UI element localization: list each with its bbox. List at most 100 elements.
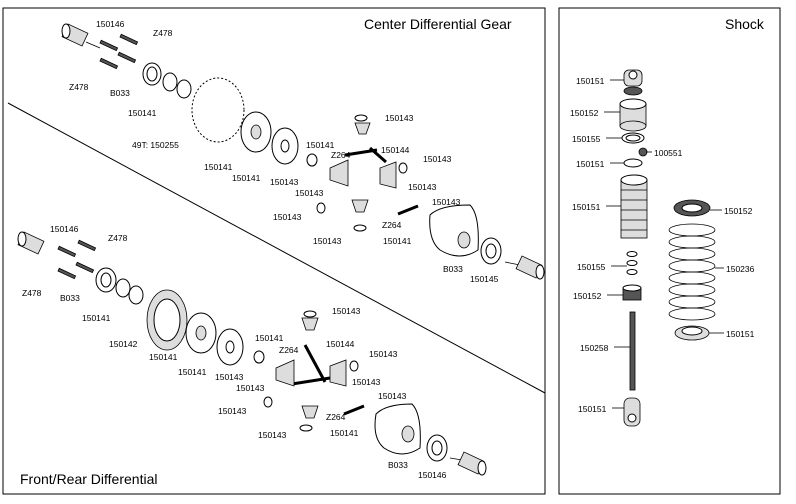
shock-panel-frame [558, 7, 781, 495]
left-panel-frame [2, 7, 546, 495]
label-b033: B033 [110, 88, 130, 98]
label-150141: 150141 [178, 367, 207, 377]
label-z264: Z264 [326, 412, 346, 422]
shock-labels: 150151 150152 150155 100551 150151 15015… [570, 76, 755, 414]
label-150146: 150146 [418, 470, 447, 480]
label-150151: 150151 [726, 329, 755, 339]
label-150146: 150146 [96, 19, 125, 29]
center-diff-parts [61, 23, 545, 280]
fr-cross-pin [303, 344, 327, 383]
label-b033: B033 [443, 264, 463, 274]
fr-bevel-gear-top [301, 317, 319, 331]
center-bevel-gear-b [379, 161, 397, 189]
label-150152: 150152 [570, 108, 599, 118]
shock-spring-cup-top [673, 199, 711, 217]
label-z478: Z478 [108, 233, 128, 243]
fr-oring-a [115, 278, 131, 298]
label-150152: 150152 [573, 291, 602, 301]
label-z478: Z478 [69, 82, 89, 92]
shock-small-orings [626, 251, 638, 275]
label-150143: 150143 [332, 306, 361, 316]
label-z478: Z478 [22, 288, 42, 298]
center-labels: 150146 Z478 Z478 B033 150141 49T: 150255… [69, 19, 499, 284]
label-150145: 150145 [470, 274, 499, 284]
label-150144: 150144 [326, 339, 355, 349]
center-diff-title: Center Differential Gear [364, 16, 512, 32]
panel-divider-line [7, 102, 546, 394]
shock-piston-nut [622, 284, 642, 301]
label-150155: 150155 [577, 262, 606, 272]
label-150151: 150151 [578, 404, 607, 414]
center-pins [99, 33, 139, 70]
label-150143: 150143 [385, 113, 414, 123]
label-150146: 150146 [50, 224, 79, 234]
label-150143: 150143 [236, 383, 265, 393]
label-150143: 150143 [378, 391, 407, 401]
shock-spring [668, 223, 716, 321]
label-150143: 150143 [295, 188, 324, 198]
fr-diff-case [374, 403, 421, 455]
label-150141: 150141 [232, 173, 261, 183]
center-oring-a [162, 72, 178, 92]
center-diff-case [429, 204, 479, 257]
label-150143: 150143 [270, 177, 299, 187]
label-150143: 150143 [408, 182, 437, 192]
fr-washer-a [253, 350, 265, 364]
front-rear-diff-title: Front/Rear Differential [20, 471, 157, 487]
label-150141: 150141 [82, 313, 111, 323]
label-150143: 150143 [218, 406, 247, 416]
label-150141: 150141 [128, 108, 157, 118]
shock-rod-end [623, 397, 641, 427]
label-150151: 150151 [572, 202, 601, 212]
shock-washer-150151 [623, 158, 643, 168]
label-z264: Z264 [382, 220, 402, 230]
shock-parts [604, 69, 724, 427]
label-150143: 150143 [352, 377, 381, 387]
label-150143: 150143 [258, 430, 287, 440]
label-b033: B033 [388, 460, 408, 470]
fr-bevel-gear-b [329, 359, 347, 387]
label-150151: 150151 [576, 159, 605, 169]
label-150143: 150143 [273, 212, 302, 222]
center-bevel-gear-top [354, 122, 371, 135]
fr-oring-b [128, 285, 144, 305]
label-150142: 150142 [109, 339, 138, 349]
label-49t-150255: 49T: 150255 [132, 140, 179, 150]
label-150143: 150143 [423, 154, 452, 164]
shock-cap [619, 98, 647, 132]
label-150143: 150143 [432, 197, 461, 207]
center-outdrive-right [504, 255, 545, 280]
label-150236: 150236 [726, 264, 755, 274]
label-z478: Z478 [153, 28, 173, 38]
label-150151: 150151 [576, 76, 605, 86]
center-washer-a [306, 153, 318, 167]
fr-bevel-gear-a [275, 359, 295, 387]
label-150141: 150141 [149, 352, 178, 362]
fr-bevel-gear-bottom [301, 405, 319, 419]
center-oring-b [176, 79, 192, 99]
front-rear-diff-parts [17, 231, 487, 476]
fr-outdrive-right [449, 451, 487, 476]
shock-spring-cup-bottom [674, 325, 710, 341]
label-150152: 150152 [724, 206, 753, 216]
label-z264: Z264 [331, 150, 351, 160]
label-150143: 150143 [215, 372, 244, 382]
label-150144: 150144 [381, 145, 410, 155]
center-bevel-gear-a [329, 159, 349, 187]
fr-outdrive-cup [17, 231, 45, 255]
center-bevel-gear-bottom [351, 199, 369, 213]
shock-nut-100551 [638, 147, 648, 157]
shock-body [620, 174, 648, 239]
label-150141: 150141 [306, 140, 335, 150]
center-spur-gear [191, 77, 245, 143]
shock-title: Shock [725, 16, 765, 32]
label-150258: 150258 [580, 343, 609, 353]
label-150143: 150143 [313, 236, 342, 246]
label-z264: Z264 [279, 345, 299, 355]
shock-shaft [629, 311, 636, 391]
center-outdrive-cup [61, 23, 101, 49]
label-150141: 150141 [204, 162, 233, 172]
shock-cap-end [623, 69, 643, 96]
label-150141: 150141 [255, 333, 284, 343]
label-150155: 150155 [572, 134, 601, 144]
